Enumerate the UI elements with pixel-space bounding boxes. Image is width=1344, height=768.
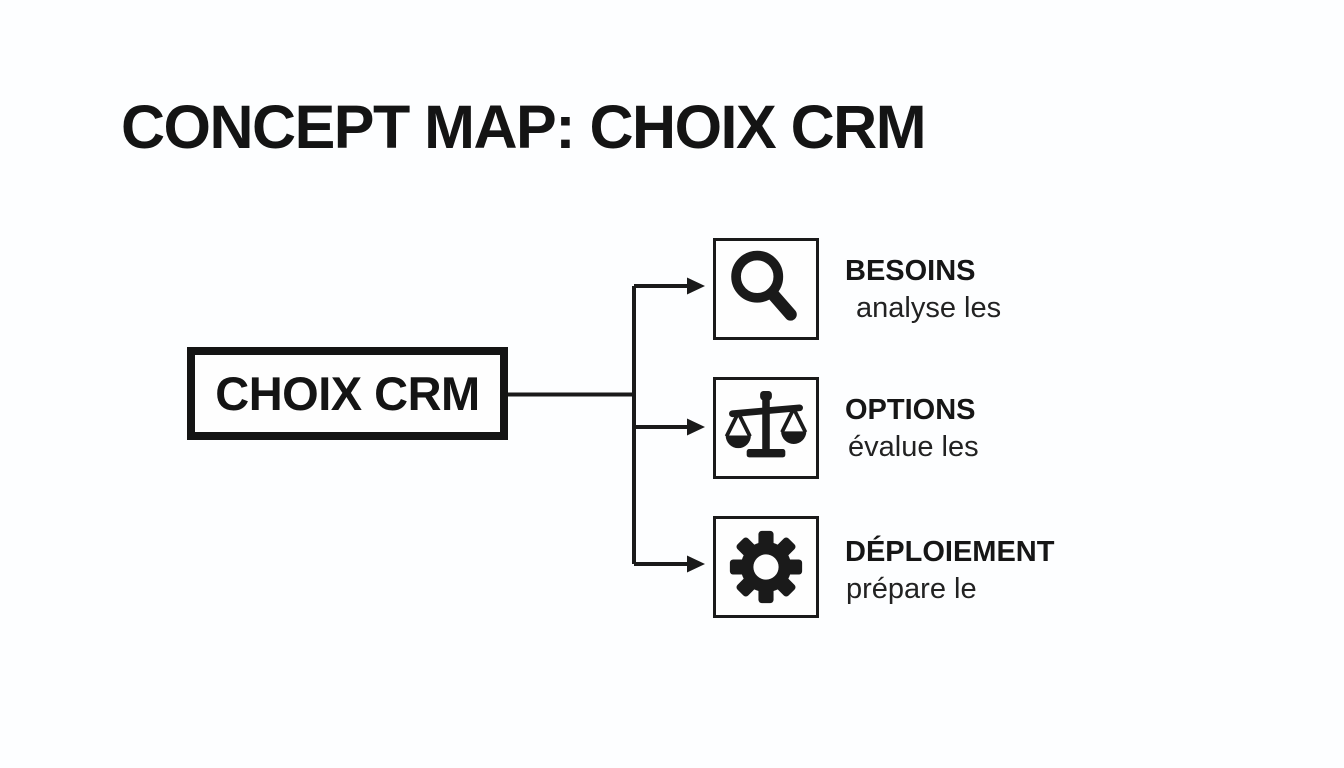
search-icon — [731, 250, 797, 321]
branch-icon-box-options — [713, 377, 819, 479]
root-node-label: CHOIX CRM — [215, 367, 480, 420]
arrowhead-deploiement — [687, 555, 705, 573]
branch-sublabel: analyse les — [856, 292, 1002, 324]
branch-icon-box-deploiement — [713, 516, 819, 618]
gear-icon — [729, 530, 803, 604]
page-title: CONCEPT MAP: CHOIX CRM — [121, 93, 927, 161]
branch-label: OPTIONS — [845, 394, 976, 426]
branch-label: DÉPLOIEMENT — [845, 536, 1055, 568]
branch-sublabel: prépare le — [846, 573, 977, 605]
branch-label: BESOINS — [845, 255, 976, 287]
root-node-choix-crm: CHOIX CRM — [187, 347, 508, 440]
branch-text-options: OPTIONS évalue les — [845, 392, 979, 466]
branch-text-besoins: BESOINS analyse les — [845, 253, 1001, 327]
arrowhead-besoins — [687, 277, 705, 295]
arrowhead-options — [687, 418, 705, 436]
branch-text-deploiement: DÉPLOIEMENT prépare le — [845, 534, 1054, 608]
branch-sublabel: évalue les — [848, 431, 979, 463]
balance-scale-icon — [724, 391, 808, 458]
branch-icon-box-besoins — [713, 238, 819, 340]
